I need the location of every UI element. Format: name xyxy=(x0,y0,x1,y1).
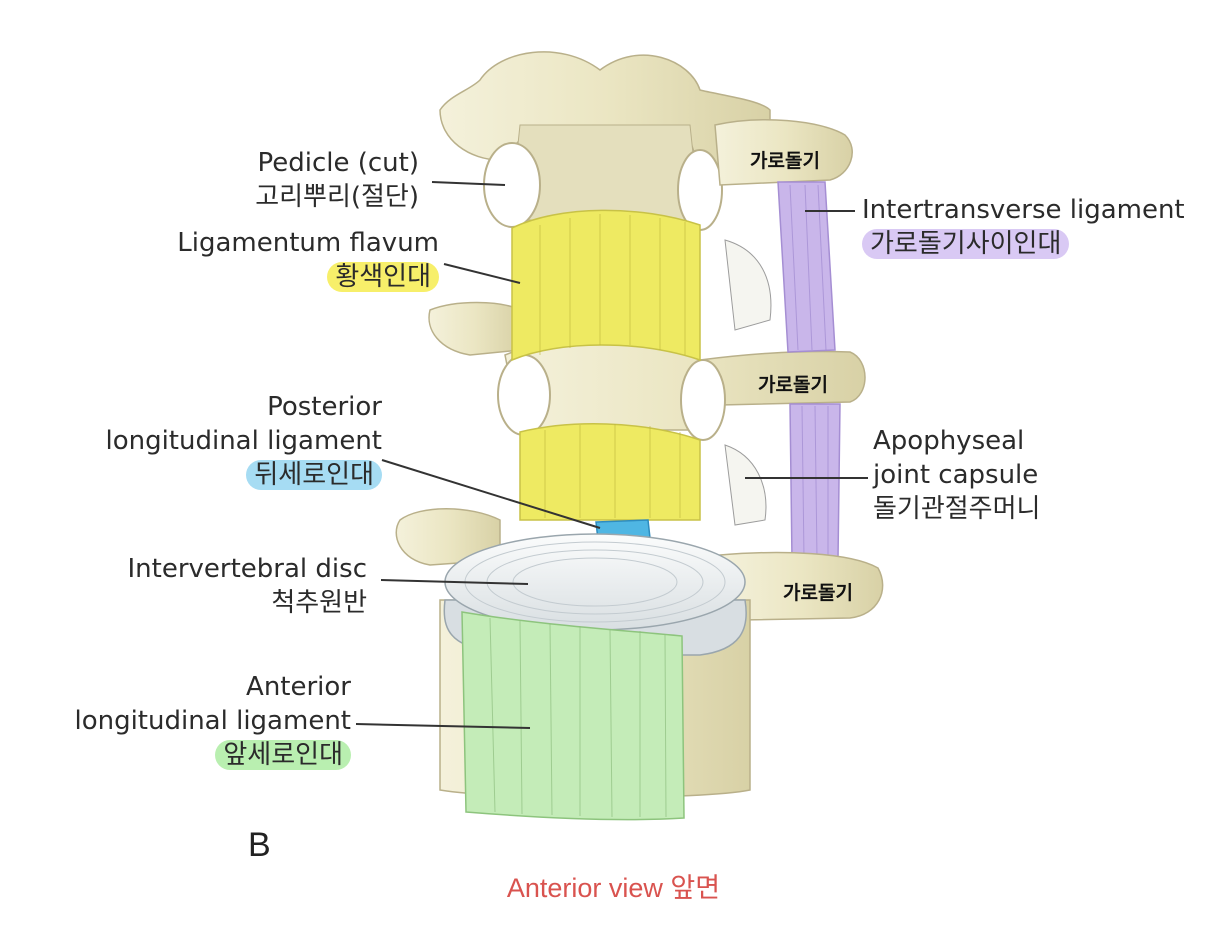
ligamentum-flavum-label-ko: 황색인대 xyxy=(327,262,439,292)
ligamentum-flavum-label: Ligamentum flavum 황색인대 xyxy=(177,226,439,294)
ligamentum-flavum-leader xyxy=(443,263,521,284)
pedicle-label-en: Pedicle (cut) xyxy=(257,148,419,178)
transverse-process-label-2: 가로돌기 xyxy=(758,374,828,396)
pedicle-leader xyxy=(431,181,506,186)
transverse-process-label-3: 가로돌기 xyxy=(783,582,853,604)
anterior-longitudinal-label: Anterior longitudinal ligament 앞세로인대 xyxy=(74,670,351,772)
intervertebral-disc-label-en: Intervertebral disc xyxy=(127,554,367,584)
posterior-longitudinal-label-en2: longitudinal ligament xyxy=(105,426,382,456)
intervertebral-disc-label-ko: 척추원반 xyxy=(271,588,367,618)
anterior-longitudinal-label-ko: 앞세로인대 xyxy=(215,740,351,770)
posterior-longitudinal-label: Posterior longitudinal ligament 뒤세로인대 xyxy=(105,390,382,492)
ligamentum-flavum-label-en: Ligamentum flavum xyxy=(177,228,439,258)
transverse-process-label-1: 가로돌기 xyxy=(750,150,820,172)
ligamentum-flavum-shape xyxy=(511,209,701,521)
posterior-longitudinal-label-en1: Posterior xyxy=(267,392,382,422)
intertransverse-label-ko: 가로돌기사이인대 xyxy=(862,229,1070,259)
intertransverse-ligament-shape xyxy=(777,181,841,561)
apophyseal-label-en1: Apophyseal xyxy=(873,426,1025,456)
disc-leader xyxy=(380,579,529,585)
leader-lines xyxy=(355,181,868,729)
anterior-longitudinal-label-en2: longitudinal ligament xyxy=(74,706,351,736)
anterior-longitudinal-label-en1: Anterior xyxy=(246,672,351,702)
apophyseal-label-en2: joint capsule xyxy=(873,460,1039,490)
pedicle-label-ko: 고리뿌리(절단) xyxy=(255,182,419,212)
intertransverse-label: Intertransverse ligament 가로돌기사이인대 xyxy=(862,193,1185,261)
anterior-longitudinal-ligament-shape xyxy=(461,611,685,821)
upper-vertebra xyxy=(439,51,853,231)
caption: Anterior view 앞면 xyxy=(506,873,721,903)
apophyseal-label: Apophyseal joint capsule 돌기관절주머니 xyxy=(873,424,1040,526)
intertransverse-label-en: Intertransverse ligament xyxy=(862,195,1185,225)
joint-capsule-shapes xyxy=(724,239,772,526)
anterior-ligament-leader xyxy=(355,723,531,729)
apophyseal-label-ko: 돌기관절주머니 xyxy=(873,494,1041,524)
posterior-ligament-leader xyxy=(381,459,601,529)
intervertebral-disc-label: Intervertebral disc 척추원반 xyxy=(128,552,367,620)
posterior-longitudinal-label-ko: 뒤세로인대 xyxy=(246,460,382,490)
pedicle-label: Pedicle (cut) 고리뿌리(절단) xyxy=(255,146,419,214)
panel-letter: B xyxy=(248,826,271,864)
